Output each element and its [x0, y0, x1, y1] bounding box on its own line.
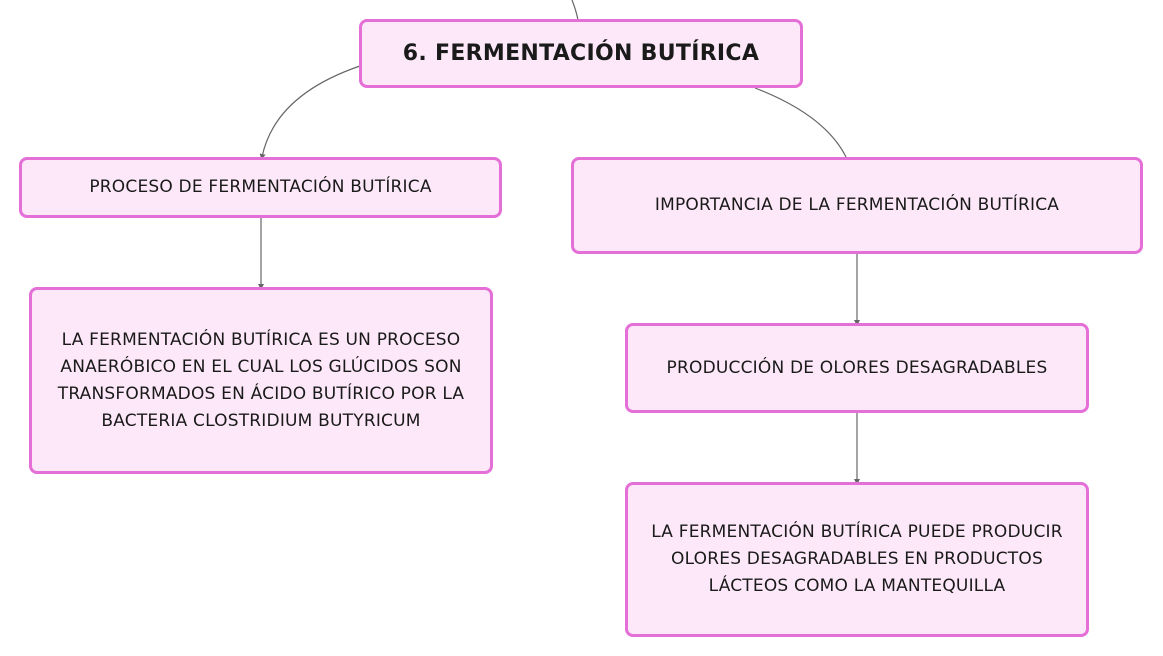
connector-root-to-importance — [754, 87, 847, 158]
odors-detail-node[interactable]: LA FERMENTACIÓN BUTÍRICA PUEDE PRODUCIR … — [625, 482, 1089, 637]
process-node[interactable]: PROCESO DE FERMENTACIÓN BUTÍRICA — [19, 157, 502, 218]
connector-from-parent — [571, 0, 579, 21]
importance-node[interactable]: IMPORTANCIA DE LA FERMENTACIÓN BUTÍRICA — [571, 157, 1143, 254]
odors-node-label: PRODUCCIÓN DE OLORES DESAGRADABLES — [666, 357, 1048, 378]
connector-root-to-process — [259, 65, 361, 160]
root-node-label: 6. FERMENTACIÓN BUTÍRICA — [402, 41, 760, 66]
importance-node-label: IMPORTANCIA DE LA FERMENTACIÓN BUTÍRICA — [654, 195, 1060, 215]
process-detail-node[interactable]: LA FERMENTACIÓN BUTÍRICA ES UN PROCESO A… — [29, 287, 493, 474]
odors-node[interactable]: PRODUCCIÓN DE OLORES DESAGRADABLES — [625, 323, 1089, 413]
odors-detail-text: LA FERMENTACIÓN BUTÍRICA PUEDE PRODUCIR … — [651, 522, 1063, 596]
process-detail-text: LA FERMENTACIÓN BUTÍRICA ES UN PROCESO A… — [57, 329, 465, 431]
root-node[interactable]: 6. FERMENTACIÓN BUTÍRICA — [359, 19, 803, 88]
process-node-label: PROCESO DE FERMENTACIÓN BUTÍRICA — [89, 177, 432, 197]
